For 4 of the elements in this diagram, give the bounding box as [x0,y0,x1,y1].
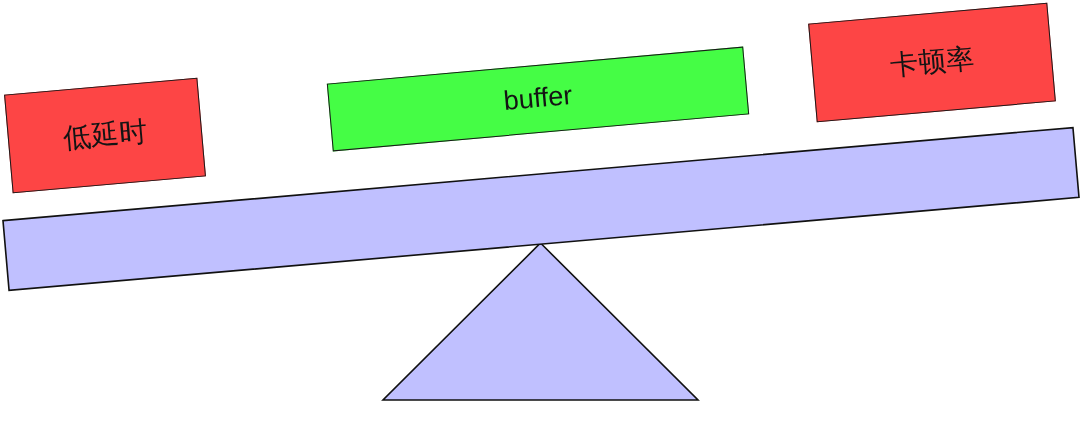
block-label: buffer [502,81,574,117]
fulcrum-triangle [382,242,699,401]
block-label: 低延时 [61,116,149,154]
block-label: 卡顿率 [888,43,975,81]
